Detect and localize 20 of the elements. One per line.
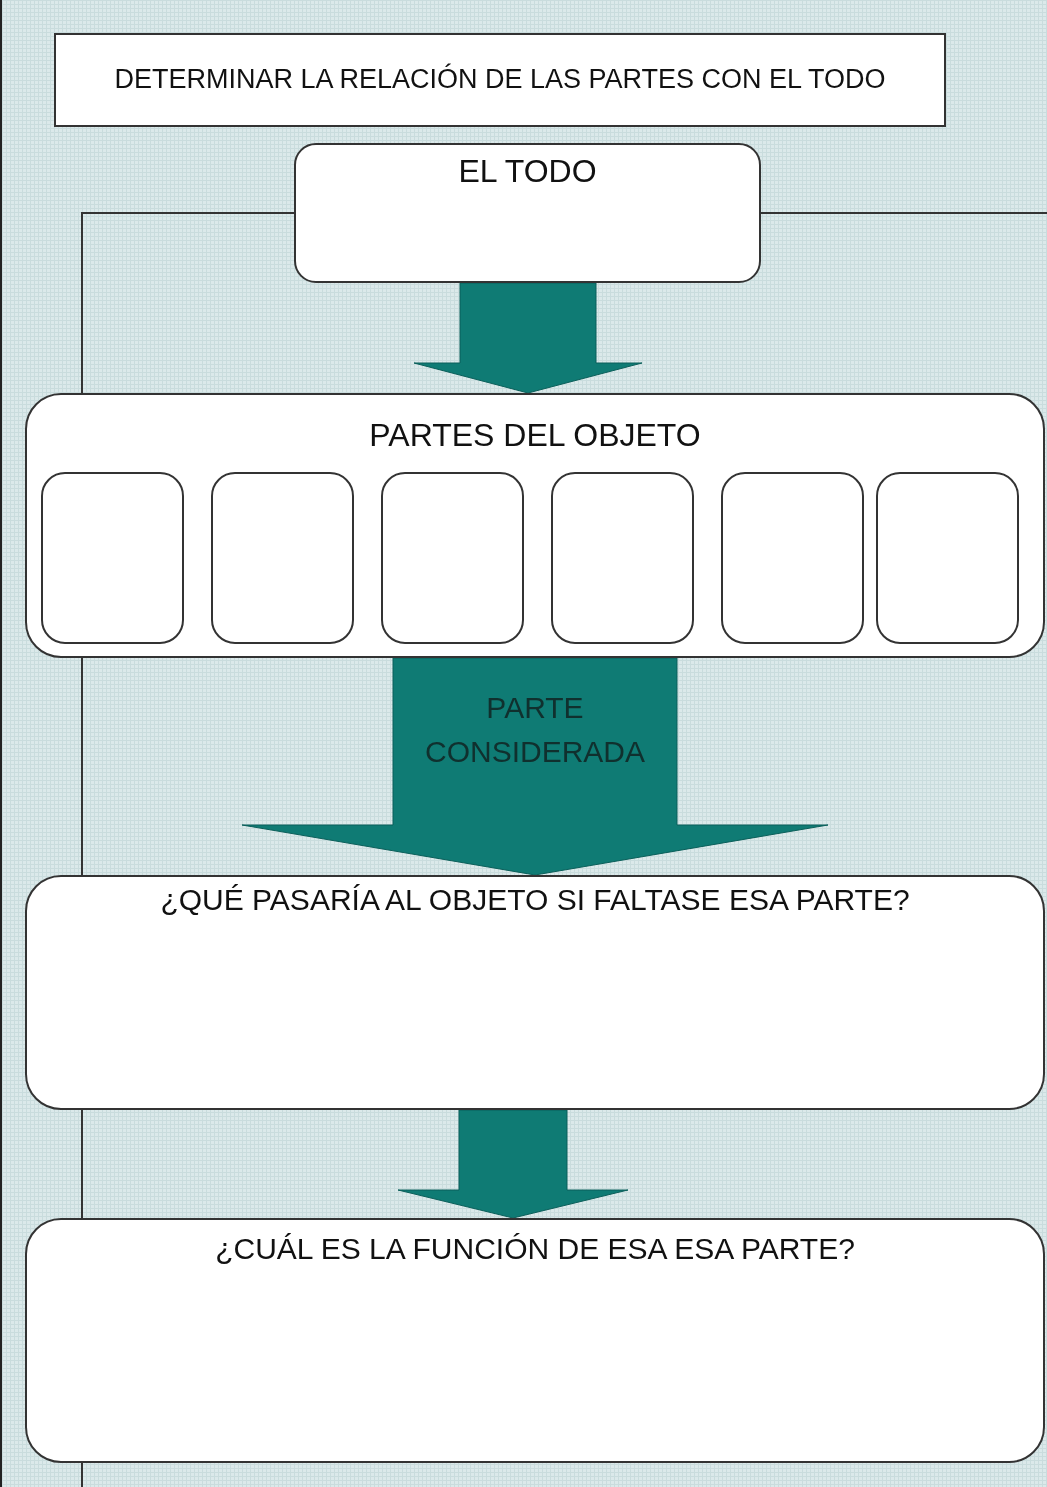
box-heading: EL TODO (458, 152, 597, 191)
box-heading: ¿CUÁL ES LA FUNCIÓN DE ESA ESA PARTE? (215, 1231, 855, 1267)
edge-label: PARTE CONSIDERADA (423, 690, 646, 770)
block-arrow (397, 1109, 629, 1219)
rounded-box (25, 875, 1045, 1110)
rounded-box (294, 143, 761, 283)
block-arrow (241, 657, 829, 876)
rounded-box (25, 393, 1045, 658)
empty-box (211, 472, 354, 644)
rounded-box (25, 1218, 1045, 1463)
empty-box (41, 472, 184, 644)
box-heading: PARTES DEL OBJETO (369, 416, 701, 455)
heading-box (54, 33, 946, 127)
box-heading: ¿QUÉ PASARÍA AL OBJETO SI FALTASE ESA PARTE? (160, 882, 910, 918)
empty-box (381, 472, 524, 644)
empty-box (551, 472, 694, 644)
box-heading: DETERMINAR LA RELACIÓN DE LAS PARTES CON EL TODO (114, 63, 886, 96)
empty-box (876, 472, 1019, 644)
empty-box (721, 472, 864, 644)
block-arrow (413, 282, 643, 394)
